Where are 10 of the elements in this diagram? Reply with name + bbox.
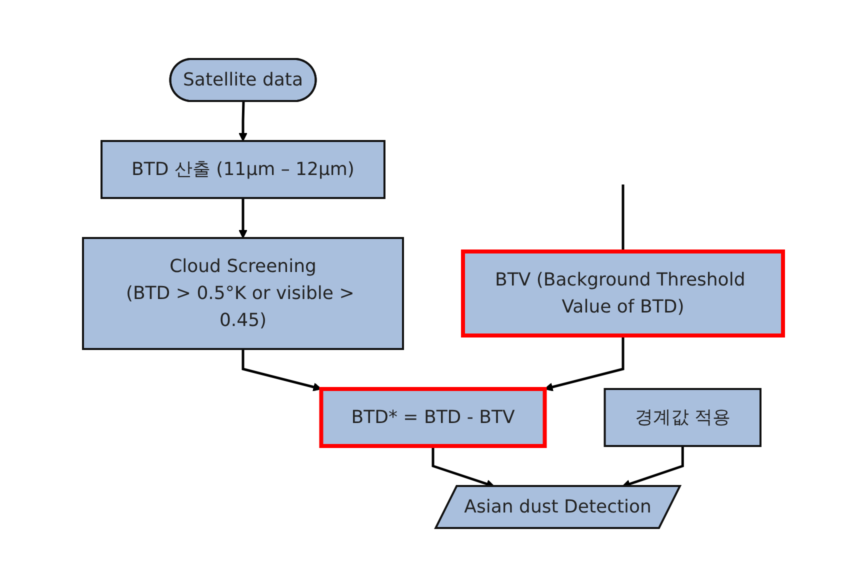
node-box: 경계값 적용 — [603, 388, 761, 446]
node-box: BTD 산출 (11μm – 12μm) — [100, 140, 385, 198]
node-box: BTD* = BTD - BTV — [318, 386, 546, 448]
arrow — [241, 348, 322, 391]
connector — [621, 184, 624, 251]
arrow — [544, 335, 624, 391]
arrow — [238, 198, 247, 238]
arrow — [238, 100, 247, 141]
node-box: BTV (Background Threshold Value of BTD) — [460, 249, 784, 337]
node-box: Cloud Screening (BTD > 0.5°K or visible > 0.45) — [82, 236, 404, 350]
